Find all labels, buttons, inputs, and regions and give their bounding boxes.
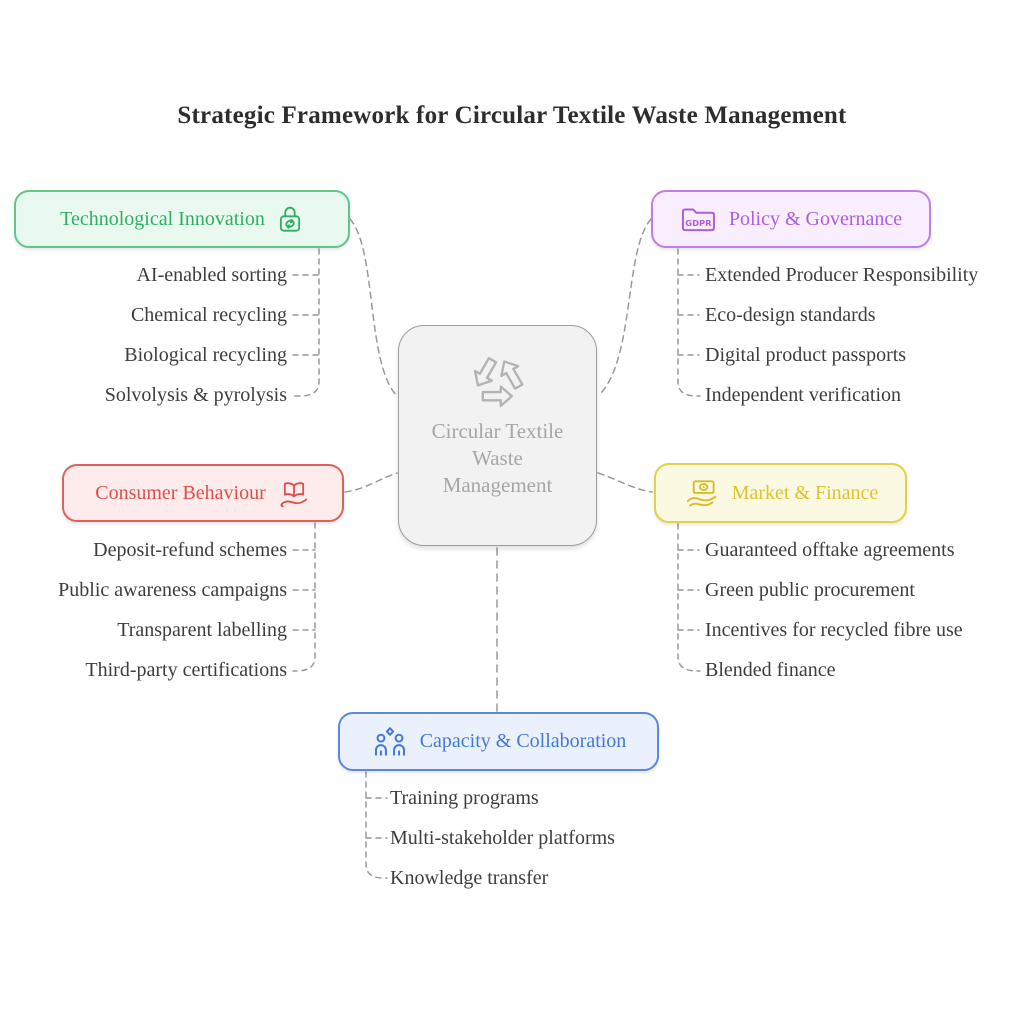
center-node: Circular Textile Waste Management <box>398 325 597 546</box>
center-line-1: Circular Textile <box>431 419 564 443</box>
branch-label: Market & Finance <box>731 481 879 504</box>
connector-consumer-center <box>344 472 398 493</box>
market-item: Incentives for recycled fibre use <box>705 619 963 641</box>
branch-label: Policy & Governance <box>728 207 903 230</box>
branch-box-technological-innovation: Technological Innovation <box>14 190 350 248</box>
connector-market-center <box>597 472 653 493</box>
capacity-item: Training programs <box>390 787 539 809</box>
diagram-title: Strategic Framework for Circular Textile… <box>177 102 847 129</box>
policy-item: Eco-design standards <box>705 304 876 326</box>
tech-item: Solvolysis & pyrolysis <box>104 384 287 406</box>
branch-label: Consumer Behaviour <box>95 481 266 504</box>
capacity-item: Multi-stakeholder platforms <box>390 827 615 849</box>
recycle-icon <box>473 357 524 408</box>
policy-item: Extended Producer Responsibility <box>705 264 979 286</box>
tech-item: AI-enabled sorting <box>136 264 287 286</box>
branch-box-consumer-behaviour: Consumer Behaviour <box>62 464 344 522</box>
lock-recycle-icon <box>276 203 304 236</box>
policy-item: Digital product passports <box>705 344 907 366</box>
market-item: Blended finance <box>705 659 836 681</box>
people-spark-icon <box>371 726 409 758</box>
center-line-3: Management <box>442 473 553 497</box>
connector-tech-center <box>349 218 397 396</box>
money-hand-icon <box>683 478 721 509</box>
market-item: Guaranteed offtake agreements <box>705 539 955 561</box>
consumer-item: Third-party certifications <box>85 659 287 681</box>
tech-item: Biological recycling <box>124 344 287 366</box>
center-line-2: Waste <box>472 446 523 470</box>
branch-box-capacity-collaboration: Capacity & Collaboration <box>338 712 659 771</box>
consumer-item: Public awareness campaigns <box>58 579 287 601</box>
consumer-item: Deposit-refund schemes <box>93 539 287 561</box>
policy-item: Independent verification <box>705 384 902 406</box>
connector-policy-center <box>598 218 652 396</box>
branch-box-market-finance: Market & Finance <box>654 463 907 523</box>
tech-item: Chemical recycling <box>130 304 287 326</box>
capacity-item: Knowledge transfer <box>390 867 549 889</box>
branch-label: Capacity & Collaboration <box>419 730 627 752</box>
branch-label: Technological Innovation <box>60 207 265 230</box>
gdpr-folder-icon: GDPR <box>680 205 718 234</box>
market-item: Green public procurement <box>705 579 915 601</box>
gdpr-icon-text: GDPR <box>685 218 712 228</box>
book-hand-icon <box>277 477 311 509</box>
center-node-label: Circular Textile Waste Management <box>432 418 564 499</box>
consumer-item: Transparent labelling <box>117 619 287 641</box>
branch-box-policy-governance: GDPR Policy & Governance <box>651 190 931 248</box>
